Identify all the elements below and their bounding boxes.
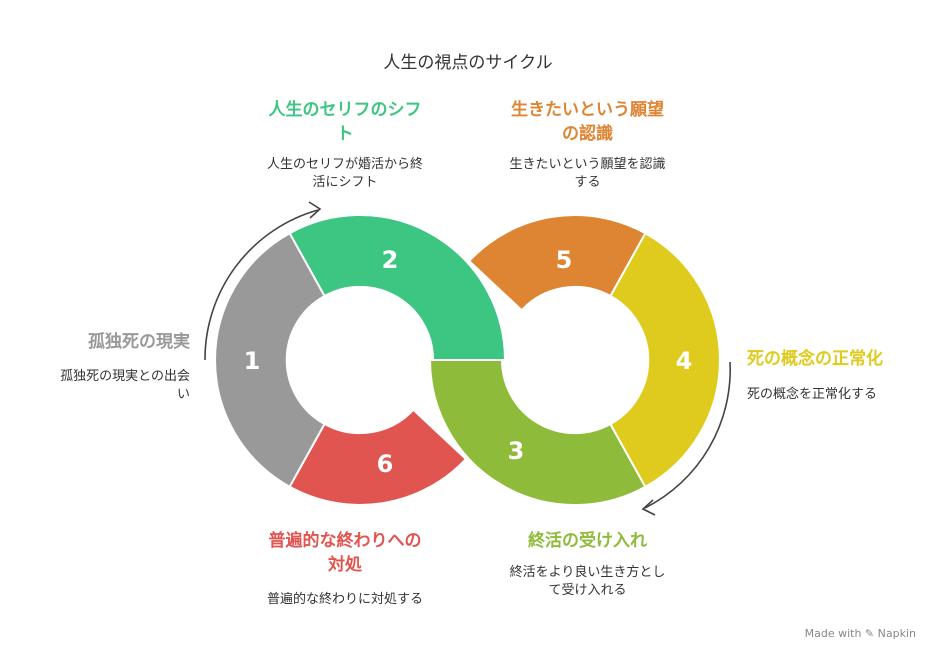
diagram-title: 人生の視点のサイクル — [383, 53, 553, 73]
step-4-heading: 死の概念の正常化 — [747, 349, 883, 369]
segment-3 — [428, 359, 647, 506]
step-6-heading: 普遍的な終わりへの 対処 — [268, 531, 422, 575]
step-3-heading: 終活の受け入れ — [528, 531, 647, 551]
arrow-right-head-icon — [641, 499, 656, 516]
segment-4 — [609, 231, 721, 489]
arrow-left-head-icon — [308, 201, 322, 219]
segment-5-number: 5 — [556, 246, 573, 274]
segment-2 — [288, 214, 507, 361]
step-4-description: 死の概念を正常化する — [747, 387, 878, 402]
step-2-heading: 人生のセリフのシフ ト — [268, 100, 422, 144]
step-6-description: 普遍的な終わりに対処する — [266, 592, 423, 607]
step-1-description: 孤独死の現実との出会 い — [60, 369, 190, 402]
step-3-description: 終活をより良い生き方とし て受け入れる — [509, 565, 666, 598]
segment-1-number: 1 — [244, 347, 261, 375]
segment-6 — [288, 408, 468, 506]
segment-3-number: 3 — [508, 437, 525, 465]
arrow-left-icon — [204, 209, 319, 361]
segment-1 — [214, 231, 326, 489]
arrow-right-icon — [644, 361, 731, 509]
step-2-description: 人生のセリフが婚活から終 活にシフト — [266, 157, 423, 190]
step-5-heading: 生きたいという願望 の認識 — [511, 100, 664, 144]
segment-6-number: 6 — [377, 450, 394, 478]
segment-5 — [467, 214, 647, 312]
segment-2-number: 2 — [382, 246, 399, 274]
step-1-heading: 孤独死の現実 — [88, 332, 190, 352]
step-5-description: 生きたいという願望を認識 する — [509, 157, 666, 190]
napkin-watermark: Made with ✎ Napkin — [804, 627, 916, 640]
segment-4-number: 4 — [676, 347, 693, 375]
